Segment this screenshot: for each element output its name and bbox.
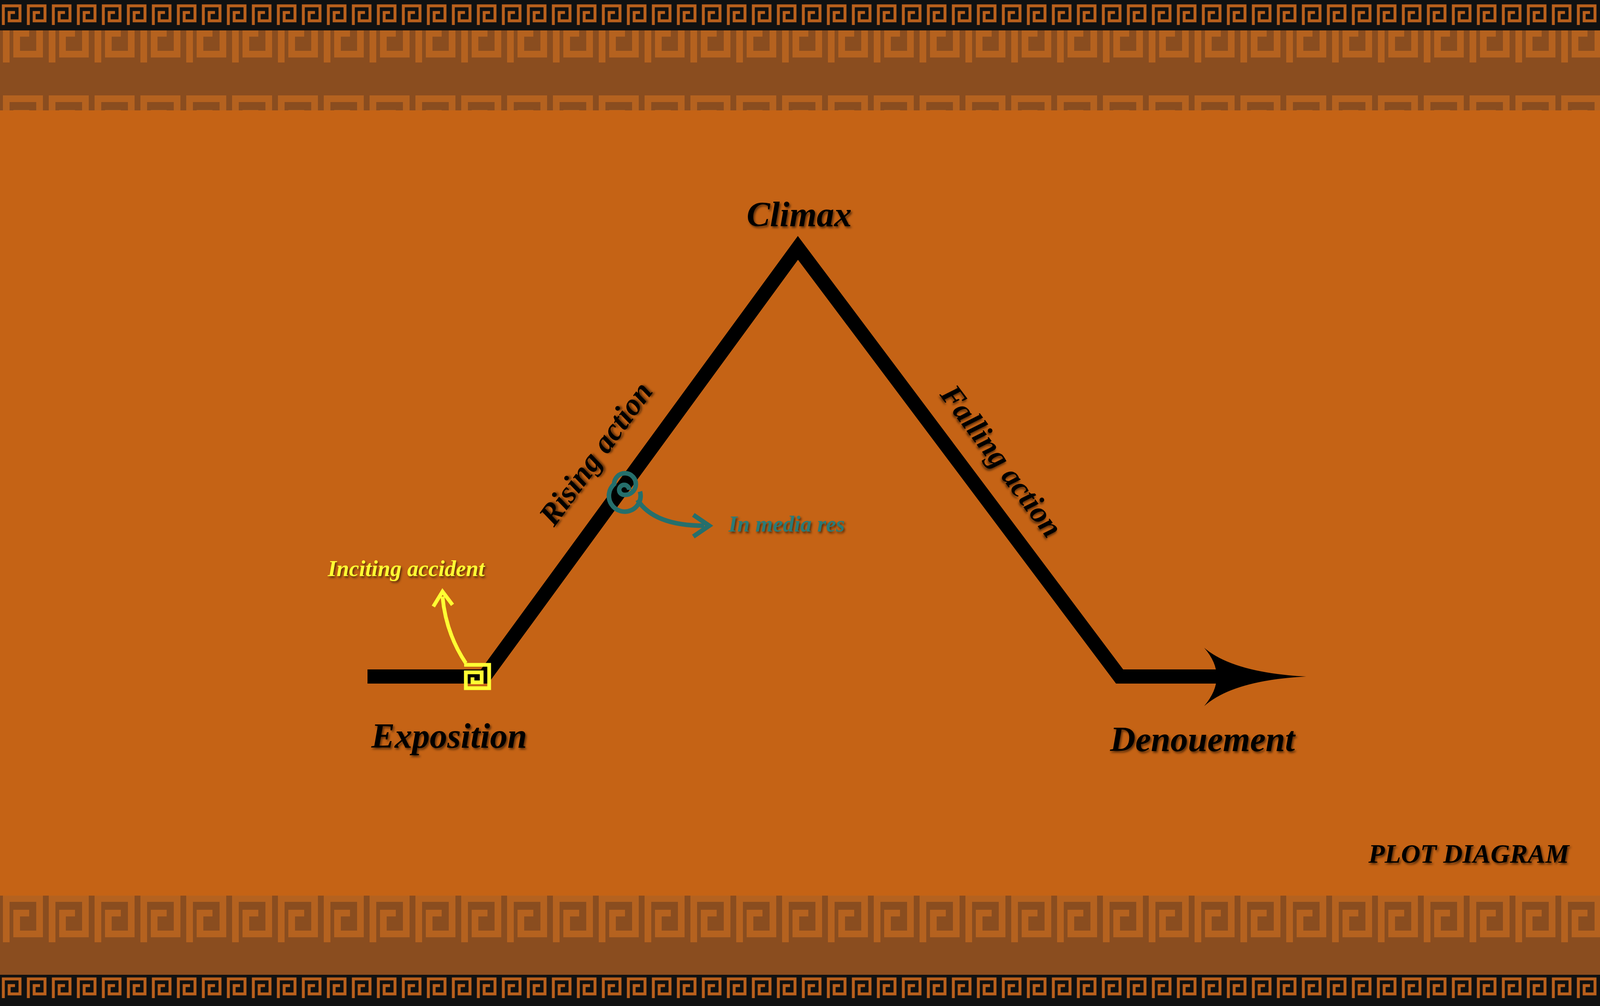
inciting-accident-label: Inciting accident — [327, 555, 485, 582]
in-media-res-marker — [608, 473, 710, 537]
exposition-label: Exposition — [371, 715, 527, 757]
climax-label: Climax — [746, 194, 852, 235]
in-media-res-label: In media res — [728, 511, 845, 538]
top-border — [0, 0, 1600, 111]
denouement-label: Denouement — [1110, 719, 1295, 760]
plot-line — [367, 247, 1307, 707]
diagram-title: PLOT DIAGRAM — [1368, 838, 1570, 870]
bottom-border — [0, 895, 1600, 1006]
inciting-marker — [433, 591, 490, 689]
